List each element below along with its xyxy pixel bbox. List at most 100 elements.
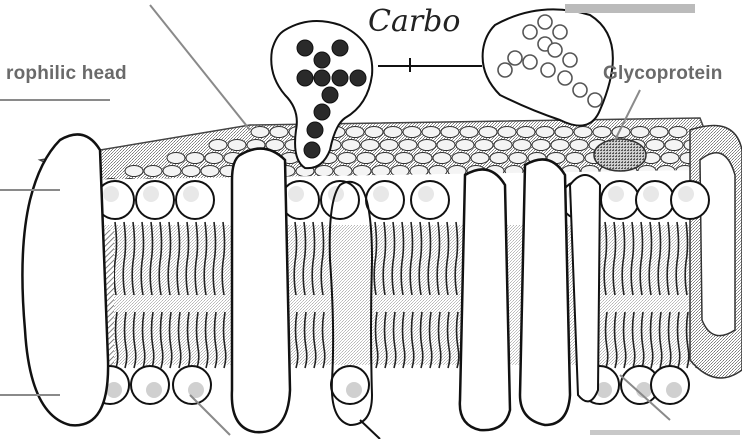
sugar-bead [498,63,512,77]
surface-head [570,140,588,151]
sugar-bead [307,122,323,138]
left-integral-protein [22,134,108,425]
surface-head [228,140,246,151]
glycoprotein-base [594,139,646,171]
surface-head [452,153,470,164]
head-highlight [143,186,159,202]
surface-head [353,166,371,177]
surface-head [144,166,162,177]
handwritten-carbo-annotation: Carbo [368,4,460,39]
sugar-bead [350,70,366,86]
surface-head [357,153,375,164]
surface-head [201,166,219,177]
surface-head [517,127,535,138]
surface-head [460,127,478,138]
sugar-bead [548,43,562,57]
surface-head [669,127,687,138]
surface-head [376,153,394,164]
surface-head [631,127,649,138]
surface-head [665,140,683,151]
sugar-bead [558,71,572,85]
head-highlight [373,186,389,202]
surface-head [490,153,508,164]
surface-head [574,127,592,138]
surface-head [186,153,204,164]
head-highlight [103,186,119,202]
sugar-bead [304,142,320,158]
surface-head [532,140,550,151]
surface-head [456,140,474,151]
surface-head [205,153,223,164]
sugar-bead [314,52,330,68]
surface-head [475,140,493,151]
surface-head [418,140,436,151]
sugar-bead [573,83,587,97]
right-integral-protein [700,153,735,336]
surface-head [380,140,398,151]
sugar-bead [523,25,537,39]
sugar-bead [523,55,537,69]
head-shade [666,382,682,398]
sugar-bead [314,70,330,86]
sugar-bead [332,70,348,86]
sugar-bead [541,63,555,77]
surface-head [555,127,573,138]
sugar-bead [563,53,577,67]
sugar-bead [508,51,522,65]
sugar-bead [297,70,313,86]
sugar-bead [332,40,348,56]
leader-top-left [150,5,250,130]
surface-head [441,127,459,138]
surface-head [125,166,143,177]
surface-head [437,140,455,151]
head-highlight [678,186,694,202]
surface-head [399,140,417,151]
surface-head [536,127,554,138]
sugar-bead [297,40,313,56]
surface-head [403,127,421,138]
cropped-label-bottom [590,430,740,435]
surface-head [646,140,664,151]
surface-head [372,166,390,177]
surface-head [361,140,379,151]
surface-head [395,153,413,164]
surface-head [433,153,451,164]
surface-head [209,140,227,151]
surface-head [270,127,288,138]
channel-protein-pointer [360,420,380,439]
surface-head [346,127,364,138]
label-glycoprotein: Glycoprotein [603,63,723,85]
center-integral-protein-1 [460,169,510,430]
head-shade [346,382,362,398]
surface-head [471,153,489,164]
sugar-bead [314,104,330,120]
cropped-label-top [565,4,695,13]
surface-head [315,166,333,177]
surface-head [167,153,185,164]
head-highlight [183,186,199,202]
label-hydrophilic-head: rophilic head [6,63,127,85]
surface-head [566,153,584,164]
carbohydrate-bracket [378,58,482,72]
surface-head [365,127,383,138]
surface-head [661,153,679,164]
sugar-bead [322,87,338,103]
surface-head [338,153,356,164]
head-highlight [288,186,304,202]
sugar-bead [553,25,567,39]
head-highlight [643,186,659,202]
surface-head [163,166,181,177]
head-highlight [608,186,624,202]
sugar-bead [538,15,552,29]
head-highlight [418,186,434,202]
surface-head [650,127,668,138]
center-integral-protein-2 [520,159,570,425]
surface-head [479,127,497,138]
surface-head [251,127,269,138]
surface-head [513,140,531,151]
surface-head [384,127,402,138]
surface-head [414,153,432,164]
surface-head [494,140,512,151]
surface-head [593,127,611,138]
